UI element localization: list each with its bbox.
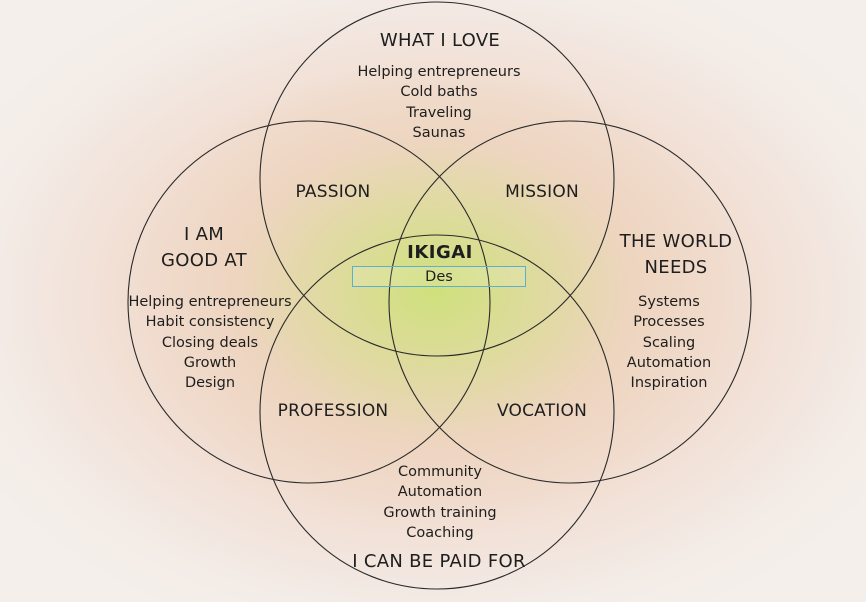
paid-for-heading: I CAN BE PAID FOR (352, 551, 526, 572)
world-needs-heading: THE WORLD NEEDS (620, 229, 733, 281)
good-at-heading: I AM GOOD AT (161, 222, 247, 274)
love-item: Traveling (406, 104, 472, 121)
good-at-heading-line2: GOOD AT (161, 250, 247, 271)
vocation-label: VOCATION (497, 401, 587, 421)
passion-label: PASSION (295, 182, 371, 202)
world-needs-item: Scaling (642, 334, 696, 351)
world-needs-heading-line2: NEEDS (644, 257, 708, 278)
world-needs-items: Systems Processes Scaling Automation Ins… (627, 292, 711, 393)
love-item: Cold baths (400, 84, 478, 101)
good-at-item: Helping entrepreneurs (128, 294, 292, 310)
paid-for-item: Coaching (406, 524, 474, 541)
circle-good-at (127, 120, 491, 484)
world-needs-item: Automation (626, 354, 712, 371)
circle-paid-for (259, 234, 615, 590)
circle-what-i-love (259, 1, 615, 357)
ikigai-title: IKIGAI (407, 242, 473, 263)
love-heading: WHAT I LOVE (379, 30, 501, 51)
circle-world-needs (388, 120, 752, 484)
paid-for-item: Community (398, 464, 482, 480)
love-item: Saunas (412, 124, 466, 141)
paid-for-item: Growth training (383, 504, 497, 521)
world-needs-item: Inspiration (630, 375, 708, 392)
good-at-item: Closing deals (161, 334, 259, 351)
love-items: Helping entrepreneurs Cold baths Traveli… (357, 62, 520, 143)
good-at-heading-line1: I AM (183, 224, 225, 245)
world-needs-heading-line1: THE WORLD (619, 231, 733, 252)
profession-label: PROFESSION (277, 401, 389, 421)
ikigai-input[interactable] (352, 266, 526, 287)
paid-for-items: Community Automation Growth training Coa… (383, 462, 496, 543)
good-at-items: Helping entrepreneurs Habit consistency … (128, 292, 291, 393)
world-needs-item: Processes (633, 314, 705, 331)
good-at-item: Design (184, 375, 236, 392)
world-needs-item: Systems (638, 294, 700, 310)
paid-for-item: Automation (397, 484, 483, 501)
mission-label: MISSION (505, 182, 579, 202)
love-item: Helping entrepreneurs (357, 64, 521, 80)
good-at-item: Habit consistency (145, 314, 275, 331)
good-at-item: Growth (183, 354, 237, 371)
